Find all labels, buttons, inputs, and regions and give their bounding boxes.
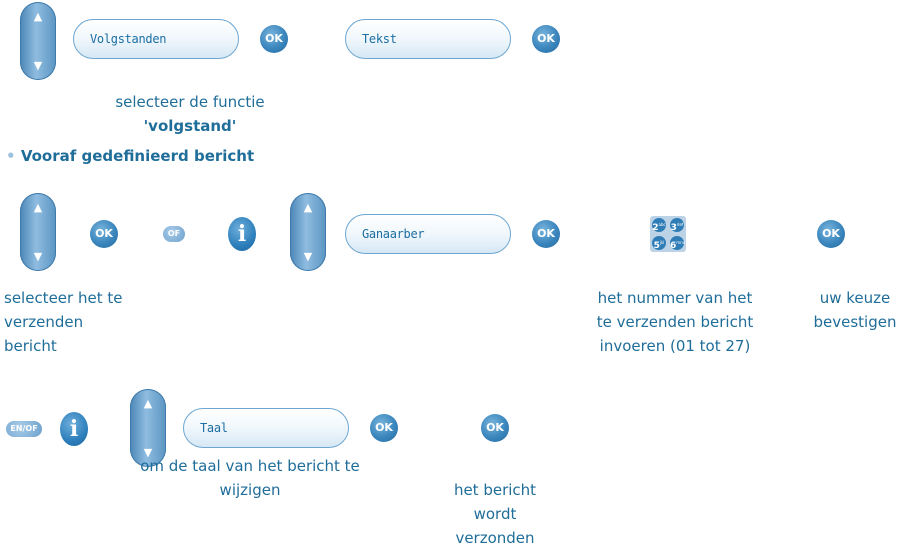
ok-button[interactable]: OK: [260, 25, 288, 53]
bullet-icon: •: [6, 147, 16, 165]
caption-line-bold: 'volgstand': [143, 117, 237, 135]
caption-select-message: selecteer het te verzenden bericht: [4, 286, 184, 358]
and-or-label: EN/OF: [6, 421, 42, 437]
display-field-tekst: Tekst: [345, 19, 511, 59]
caption-select-function: selecteer de functie 'volgstand': [60, 90, 320, 138]
arrow-up-icon: ▲: [303, 201, 313, 214]
caption-line: invoeren (01 tot 27): [599, 337, 751, 355]
display-field-volgstanden: Volgstanden: [73, 19, 239, 59]
navigator-key[interactable]: ▲ ▼: [20, 2, 56, 80]
caption-line: wijzigen: [219, 481, 281, 499]
navigator-key[interactable]: ▲ ▼: [20, 193, 56, 271]
navigator-key[interactable]: ▲ ▼: [290, 193, 326, 271]
or-label: OF: [163, 226, 185, 242]
caption-message-sent: het bericht wordt verzonden: [440, 478, 550, 550]
display-field-ganaarber: Ganaarber: [345, 214, 511, 254]
arrow-down-icon: ▼: [33, 59, 43, 72]
navigator-key[interactable]: ▲ ▼: [130, 389, 166, 467]
arrow-down-icon: ▼: [143, 446, 153, 459]
caption-line: het nummer van het: [597, 289, 753, 307]
ok-button[interactable]: OK: [532, 25, 560, 53]
caption-line: te verzenden bericht: [596, 313, 754, 331]
caption-line: selecteer de functie: [115, 93, 265, 111]
arrow-up-icon: ▲: [33, 10, 43, 23]
arrow-down-icon: ▼: [303, 250, 313, 263]
key-2: 2abc: [652, 218, 666, 233]
info-icon[interactable]: i: [60, 412, 88, 446]
display-field-label: Ganaarber: [362, 227, 425, 241]
caption-line: bevestigen: [813, 313, 897, 331]
section-heading: • Vooraf gedefinieerd bericht: [6, 147, 254, 165]
key-3: 3def: [670, 218, 684, 233]
key-6: 6mno: [670, 236, 685, 251]
ok-button[interactable]: OK: [532, 220, 560, 248]
caption-line: selecteer het te: [4, 289, 123, 307]
arrow-up-icon: ▲: [33, 201, 43, 214]
display-field-label: Volgstanden: [90, 32, 167, 46]
ok-button[interactable]: OK: [481, 414, 509, 442]
caption-line: wordt: [473, 505, 517, 523]
caption-line: uw keuze: [819, 289, 891, 307]
caption-line: verzenden: [4, 313, 84, 331]
caption-line: verzonden: [455, 529, 535, 547]
keypad-icon[interactable]: 2abc 3def 5jkl 6mno: [650, 216, 686, 252]
display-field-taal: Taal: [183, 408, 349, 448]
ok-button[interactable]: OK: [90, 220, 118, 248]
caption-confirm: uw keuze bevestigen: [790, 286, 920, 334]
arrow-down-icon: ▼: [33, 250, 43, 263]
caption-line: om de taal van het bericht te: [140, 457, 360, 475]
caption-line: bericht: [4, 337, 57, 355]
display-field-label: Tekst: [362, 32, 397, 46]
info-icon[interactable]: i: [228, 217, 256, 251]
caption-line: het bericht: [453, 481, 537, 499]
ok-button[interactable]: OK: [370, 414, 398, 442]
ok-button[interactable]: OK: [817, 220, 845, 248]
arrow-up-icon: ▲: [143, 397, 153, 410]
display-field-label: Taal: [200, 421, 228, 435]
section-heading-text: Vooraf gedefinieerd bericht: [20, 147, 255, 165]
key-5: 5jkl: [652, 236, 666, 251]
caption-enter-number: het nummer van het te verzenden bericht …: [575, 286, 775, 358]
caption-change-language: om de taal van het bericht te wijzigen: [120, 454, 380, 502]
